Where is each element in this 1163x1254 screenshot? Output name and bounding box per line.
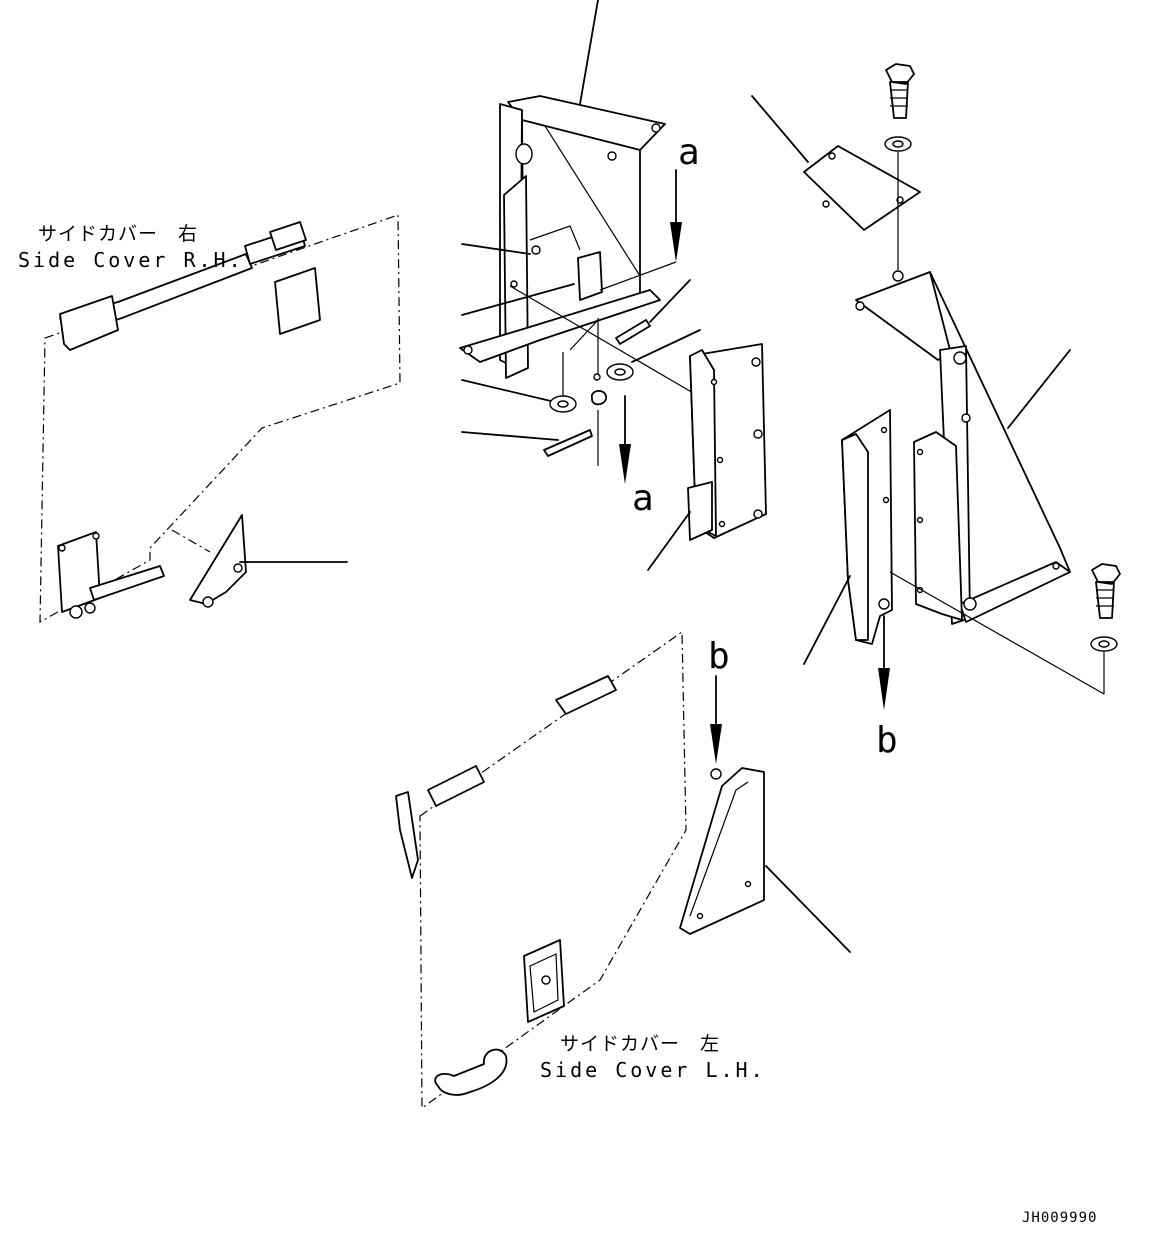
leader-frame-1 xyxy=(461,243,531,255)
latch-hole-lh xyxy=(541,975,551,985)
center-frame-bracket xyxy=(459,0,761,433)
cover-edge-lh xyxy=(395,791,419,879)
right-frame-bracket xyxy=(855,270,1071,625)
side-cover-lh-outline xyxy=(419,630,687,1110)
split-pin-lower xyxy=(543,429,593,457)
frame-hole-1 xyxy=(651,123,661,133)
cover-plate xyxy=(803,145,921,231)
channel-flange xyxy=(841,433,869,641)
right-inner-plate xyxy=(913,431,963,621)
plate-hole-1 xyxy=(751,357,761,367)
label-side-cover-lh-jp: サイドカバー 左 xyxy=(560,1033,720,1055)
view-marker-a: a a xyxy=(619,132,700,519)
leader-cover-plate xyxy=(751,95,809,163)
channel-hole-1 xyxy=(880,426,888,434)
frame-grommet xyxy=(515,143,533,165)
right-hole-6 xyxy=(1052,562,1060,570)
view-letter-b-bottom: b xyxy=(876,720,898,761)
view-letter-b-top: b xyxy=(708,636,730,677)
label-side-cover-rh-jp: サイドカバー 右 xyxy=(38,223,198,245)
handle-lh xyxy=(434,1048,508,1096)
leader-center-frame xyxy=(579,0,599,105)
cover-plate-hole-2 xyxy=(822,200,830,208)
bolt-lower-group xyxy=(1090,563,1121,694)
drawing-code: JH009990 xyxy=(1022,1210,1097,1226)
leader-stopper-lh xyxy=(765,865,851,953)
label-side-cover-rh-en: Side Cover R.H. xyxy=(18,248,244,272)
leader-split-pin-lower xyxy=(461,431,559,441)
right-hole-4 xyxy=(961,413,971,423)
frame-hole-5 xyxy=(510,280,518,288)
hinge-bolt-lower-1 xyxy=(69,605,83,619)
right-hole-2 xyxy=(892,270,904,282)
stopper-hole-lh-3 xyxy=(696,912,704,920)
split-pin-upper xyxy=(615,319,651,345)
hinge-bolt-lower-2 xyxy=(84,602,96,614)
frame-base-plate xyxy=(459,289,661,363)
stopper-hole-lh-1 xyxy=(710,768,722,780)
right-hole-5 xyxy=(963,597,977,611)
top-cover-plate-group xyxy=(751,63,921,270)
bolt-lower xyxy=(1091,563,1121,619)
right-hole-3 xyxy=(953,351,967,365)
arrow-down-icon xyxy=(878,668,890,710)
arrow-down-icon xyxy=(710,724,722,764)
channel-hole-2 xyxy=(882,496,890,504)
right-bracket-base xyxy=(959,561,1071,623)
bolt-top xyxy=(885,63,915,119)
hinge-bolt-lower-4 xyxy=(92,532,100,540)
stopper-nut-rh xyxy=(233,563,243,573)
arrow-down-icon xyxy=(670,222,682,262)
hardware-set-a xyxy=(461,279,701,466)
leader-frame-2 xyxy=(461,283,575,316)
hinge-lower-lh xyxy=(427,765,485,807)
side-cover-rh-outline xyxy=(39,214,401,624)
nut-small xyxy=(593,373,601,381)
right-channel xyxy=(803,409,1105,695)
center-vertical-plate xyxy=(647,343,767,571)
right-hole-1 xyxy=(855,301,865,311)
hinge-bolt-lower-3 xyxy=(58,544,66,552)
frame-hole-4 xyxy=(463,345,473,355)
leader-split-pin-upper xyxy=(649,279,691,323)
right-bracket-top xyxy=(855,271,953,361)
leader-channel xyxy=(803,575,851,665)
cover-plate-hole-1 xyxy=(828,152,836,160)
leader-washer-2 xyxy=(631,329,701,363)
hinge-rod-lower xyxy=(89,565,165,601)
latch-plate-rh xyxy=(274,267,321,335)
channel-hole-3 xyxy=(878,598,890,610)
side-cover-lh: サイドカバー 左 Side Cover L.H. xyxy=(395,630,851,1110)
frame-hole-2 xyxy=(607,151,617,161)
view-letter-a-bottom: a xyxy=(632,478,654,519)
leader-vertical-plate xyxy=(647,511,691,571)
leader-right-bracket xyxy=(1007,349,1071,429)
view-marker-b: b b xyxy=(708,615,898,764)
leader-washer-1 xyxy=(461,379,556,403)
right-hole-7 xyxy=(916,448,924,456)
frame-left-flange xyxy=(503,175,529,379)
side-cover-rh: サイドカバー 右 Side Cover R.H. xyxy=(18,214,401,624)
frame-hole-3 xyxy=(531,245,541,255)
plate-hole-5 xyxy=(716,456,724,464)
arrow-down-icon xyxy=(619,444,631,484)
plate-hole-4 xyxy=(710,378,718,386)
frame-switch-box xyxy=(577,251,603,301)
vertical-plate-tab xyxy=(687,481,713,541)
cover-stopper-lh xyxy=(679,767,765,935)
plate-hole-6 xyxy=(718,520,726,528)
view-letter-a-top: a xyxy=(678,132,700,173)
plate-hole-2 xyxy=(753,429,763,439)
lock-washer xyxy=(591,390,607,406)
cover-stopper-rh xyxy=(189,514,247,605)
right-hole-8 xyxy=(916,516,924,524)
hinge-leaf-left-upper xyxy=(59,295,119,351)
plate-hole-3 xyxy=(753,509,763,519)
stopper-hole-lh-2 xyxy=(744,880,752,888)
label-side-cover-lh-en: Side Cover L.H. xyxy=(540,1058,766,1082)
stopper-bolt-rh xyxy=(202,596,214,608)
hinge-upper-lh xyxy=(555,675,617,715)
hinge-pin-upper xyxy=(269,221,307,251)
